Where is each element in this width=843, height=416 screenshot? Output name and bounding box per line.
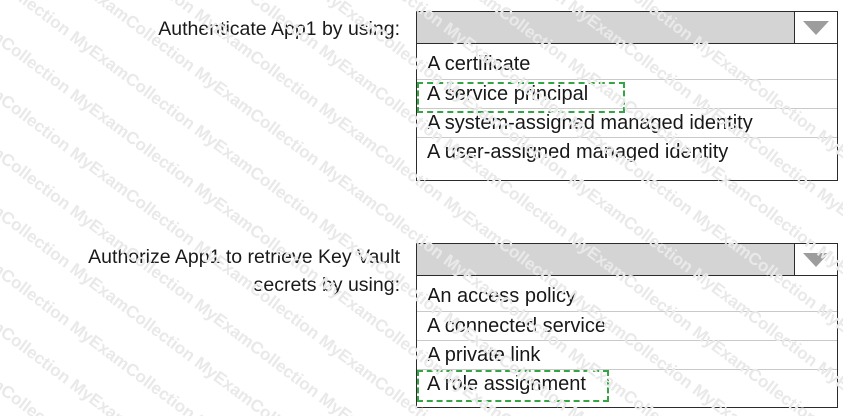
dropdown-option[interactable]: A role assignment bbox=[417, 369, 837, 398]
dropdown-option[interactable]: A user-assigned managed identity bbox=[417, 137, 837, 166]
dropdown-option-list-authorize: An access policy A connected service A p… bbox=[417, 276, 837, 414]
question-label-authenticate: Authenticate App1 by using: bbox=[158, 18, 400, 40]
dropdown-list-filler bbox=[417, 166, 837, 182]
chevron-down-icon bbox=[803, 252, 829, 267]
dropdown-selected-value-authorize bbox=[417, 244, 794, 275]
dropdown-option[interactable]: A certificate bbox=[427, 53, 531, 75]
dropdown-option[interactable]: A system-assigned managed identity bbox=[417, 108, 837, 137]
dropdown-option[interactable]: An access policy bbox=[427, 285, 576, 307]
dropdown-option-list-authenticate: A certificate A service principal A syst… bbox=[417, 44, 837, 182]
dropdown-header-authenticate[interactable] bbox=[417, 12, 837, 44]
question-label-authorize-line2: secrets by using: bbox=[253, 274, 400, 296]
dropdown-toggle-authenticate[interactable] bbox=[794, 12, 837, 43]
dropdown-selected-value-authenticate bbox=[417, 12, 794, 43]
dropdown-option[interactable]: A service principal bbox=[417, 79, 837, 108]
question-label-authorize-line1: Authorize App1 to retrieve Key Vault bbox=[88, 246, 400, 268]
dropdown-authorize[interactable]: An access policy A connected service A p… bbox=[416, 243, 838, 408]
dropdown-list-filler bbox=[417, 398, 837, 414]
dropdown-option[interactable]: A private link bbox=[417, 340, 837, 369]
dropdown-header-authorize[interactable] bbox=[417, 244, 837, 276]
dropdown-toggle-authorize[interactable] bbox=[794, 244, 837, 275]
chevron-down-icon bbox=[803, 20, 829, 35]
dropdown-option[interactable]: A connected service bbox=[417, 311, 837, 340]
dropdown-authenticate[interactable]: A certificate A service principal A syst… bbox=[416, 11, 838, 181]
